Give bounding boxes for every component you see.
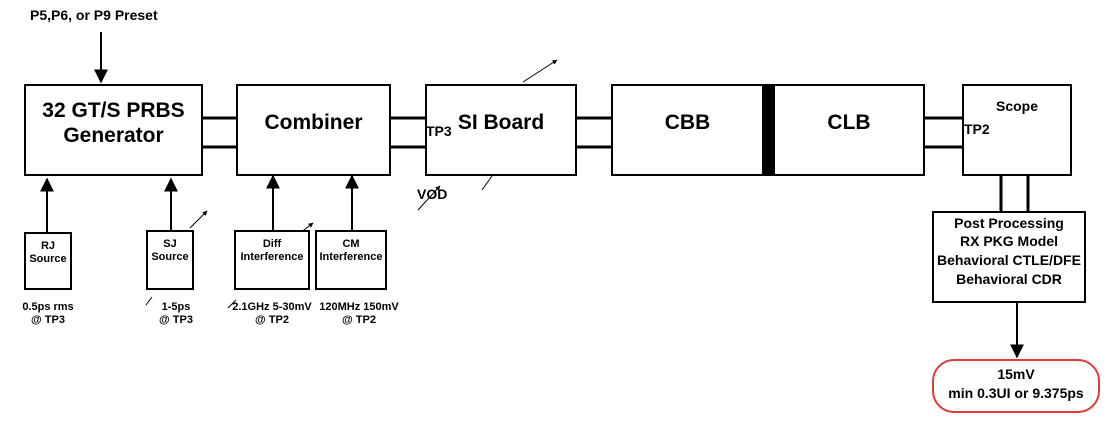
diff-interference-block: Diff Interference bbox=[234, 230, 310, 290]
link-combiner-siboard bbox=[391, 116, 425, 149]
link-generator-combiner bbox=[203, 116, 237, 149]
scope-label: Scope bbox=[995, 98, 1038, 114]
cm-spec: 120MHz 150mV @ TP2 bbox=[319, 301, 399, 327]
combiner-label: Combiner bbox=[264, 111, 363, 134]
sj-source-label: SJ Source bbox=[151, 238, 189, 264]
generator-label: 32 GT/S PRBS Generator bbox=[42, 99, 185, 148]
sj-spec: 1-5ps @ TP3 bbox=[159, 301, 193, 327]
link-scope-postprocessing bbox=[999, 176, 1030, 211]
vod-label: VOD bbox=[417, 186, 448, 202]
cbb-clb-connector bbox=[763, 84, 774, 176]
rj-source-block: RJ Source bbox=[24, 232, 72, 290]
si-board-label: SI Board bbox=[457, 111, 545, 134]
cbb-label: CBB bbox=[664, 111, 711, 134]
link-siboard-cbb bbox=[577, 116, 611, 149]
diff-spec: 2.1GHz 5-30mV @ TP2 bbox=[232, 301, 312, 327]
preset-label: P5,P6, or P9 Preset bbox=[30, 7, 158, 23]
combiner-block: Combiner bbox=[236, 84, 391, 176]
cbb-block: CBB bbox=[611, 84, 764, 176]
sj-variable-arrow bbox=[189, 210, 208, 229]
si-slash bbox=[481, 175, 493, 191]
behavioral-ctle-dfe: Behavioral CTLE/DFE bbox=[937, 252, 1081, 268]
cm-interference-label: CM Interference bbox=[319, 238, 383, 264]
behavioral-cdr: Behavioral CDR bbox=[956, 271, 1062, 287]
post-processing-title: Post Processing bbox=[954, 215, 1064, 231]
diff-interference-label: Diff Interference bbox=[240, 238, 304, 264]
post-processing-block: Post Processing RX PKG Model Behavioral … bbox=[932, 211, 1086, 303]
diff-slash bbox=[227, 299, 237, 309]
si-board-block: SI Board bbox=[425, 84, 577, 176]
link-clb-scope bbox=[925, 116, 962, 149]
result-block: 15mV min 0.3UI or 9.375ps bbox=[932, 359, 1100, 413]
generator-block: 32 GT/S PRBS Generator bbox=[24, 84, 203, 176]
cm-interference-block: CM Interference bbox=[315, 230, 387, 290]
sj-slash bbox=[145, 296, 153, 306]
result-line1: 15mV bbox=[997, 366, 1035, 382]
result-line2: min 0.3UI or 9.375ps bbox=[948, 385, 1084, 401]
sj-source-block: SJ Source bbox=[146, 230, 194, 290]
rj-spec: 0.5ps rms @ TP3 bbox=[22, 301, 74, 327]
clb-block: CLB bbox=[773, 84, 925, 176]
tp2-label: TP2 bbox=[964, 121, 990, 137]
scope-block: Scope bbox=[962, 84, 1072, 176]
clb-label: CLB bbox=[827, 111, 871, 134]
vod-variable-arrow bbox=[417, 185, 441, 211]
rx-pkg-model: RX PKG Model bbox=[959, 233, 1058, 249]
si-variable-arrow bbox=[522, 59, 558, 83]
rj-source-label: RJ Source bbox=[29, 240, 67, 266]
tp3-label: TP3 bbox=[426, 123, 452, 139]
